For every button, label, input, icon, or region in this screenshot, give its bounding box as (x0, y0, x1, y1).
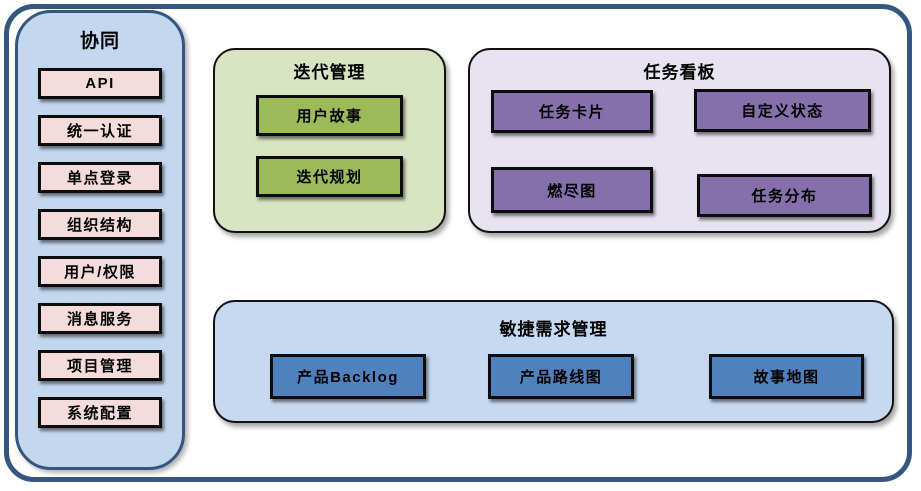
sidebar-item-project-management: 项目管理 (38, 350, 162, 381)
requirements-panel-title: 敏捷需求管理 (499, 320, 608, 339)
taskboard-panel-title: 任务看板 (643, 63, 716, 82)
taskboard-item-task-card: 任务卡片 (491, 90, 653, 133)
sidebar-item-api: API (38, 68, 162, 99)
task-board-panel: 任务看板 任务卡片 自定义状态 燃尽图 任务分布 (468, 48, 891, 233)
taskboard-item-task-distribution: 任务分布 (697, 174, 872, 217)
requirements-item-product-backlog: 产品Backlog (270, 354, 426, 399)
taskboard-item-burndown-chart: 燃尽图 (491, 167, 653, 213)
sidebar-item-user-permission: 用户/权限 (38, 256, 162, 287)
taskboard-item-custom-status: 自定义状态 (694, 89, 871, 132)
requirements-item-product-roadmap: 产品路线图 (488, 354, 634, 399)
requirements-item-story-map: 故事地图 (709, 354, 864, 399)
iteration-item-user-story: 用户故事 (256, 95, 403, 136)
iteration-management-panel: 迭代管理 用户故事 迭代规划 (213, 48, 446, 233)
sidebar-item-org-structure: 组织结构 (38, 209, 162, 240)
sidebar-item-list: API 统一认证 单点登录 组织结构 用户/权限 消息服务 项目管理 系统配置 (38, 68, 162, 428)
sidebar-item-message-service: 消息服务 (38, 303, 162, 334)
iteration-panel-title: 迭代管理 (293, 63, 366, 82)
sidebar-item-system-config: 系统配置 (38, 397, 162, 428)
sidebar-item-unified-auth: 统一认证 (38, 115, 162, 146)
agile-requirements-panel: 敏捷需求管理 产品Backlog 产品路线图 故事地图 (213, 300, 894, 423)
collaboration-sidebar: 协同 API 统一认证 单点登录 组织结构 用户/权限 消息服务 项目管理 系统… (15, 10, 185, 470)
sidebar-item-sso: 单点登录 (38, 162, 162, 193)
iteration-item-iteration-planning: 迭代规划 (256, 156, 403, 197)
sidebar-title: 协同 (79, 31, 120, 52)
